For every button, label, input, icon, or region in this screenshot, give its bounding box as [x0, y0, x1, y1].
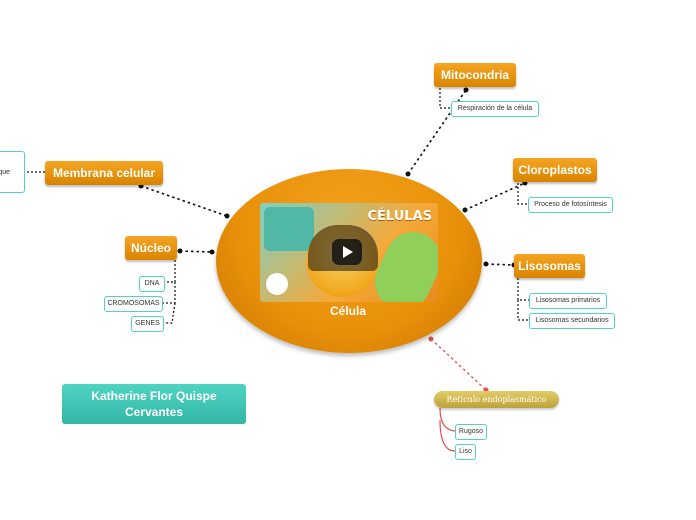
topic-reticulo-endoplasmatico[interactable]: Retículo endoplasmático	[434, 391, 559, 408]
subtopic-fotosintesis[interactable]: Proceso de fotosíntesis	[528, 197, 613, 213]
topic-cloroplastos[interactable]: Cloroplastos	[513, 158, 597, 182]
subtopic-lisosomas-primarios[interactable]: Lisosomas primarios	[529, 293, 607, 309]
connector-nucleo	[179, 250, 213, 253]
author-box[interactable]: Katherine Flor Quispe Cervantes	[62, 384, 246, 424]
subtopic-respiracion[interactable]: Respiración de la célula	[451, 101, 539, 117]
topic-mitocondria[interactable]: Mitocondria	[434, 63, 516, 87]
cell-illustration-left	[264, 207, 314, 251]
topic-membrana-celular[interactable]: Membrana celular	[45, 161, 163, 185]
thumbnail-title: CÉLULAS	[367, 209, 432, 224]
play-button[interactable]	[332, 239, 362, 265]
connector-membrana	[140, 185, 228, 217]
central-topic-label: Célula	[329, 304, 366, 318]
topic-nucleo[interactable]: Núcleo	[125, 236, 177, 260]
connector-reticulo	[430, 338, 487, 391]
subtopic-cromosomas[interactable]: CROMOSOMAS	[104, 296, 163, 312]
subtopic-lisosomas-secundarios[interactable]: Lisosomas secundarios	[529, 313, 615, 329]
connector-mitocondria	[407, 89, 467, 175]
mascot-icon	[266, 273, 288, 295]
subtopic-rugoso[interactable]: Rugoso	[455, 424, 487, 440]
topic-lisosomas[interactable]: Lisosomas	[514, 254, 585, 278]
author-name: Katherine Flor Quispe Cervantes	[91, 389, 217, 419]
connector-lisosomas	[485, 263, 515, 266]
subtopic-membrana-truncated[interactable]: que	[0, 151, 25, 193]
connector-cloroplastos	[464, 182, 526, 211]
subtopic-genes[interactable]: GENES	[131, 316, 164, 332]
subtopic-dna[interactable]: DNA	[139, 276, 165, 292]
subtopic-liso[interactable]: Liso	[455, 444, 476, 460]
